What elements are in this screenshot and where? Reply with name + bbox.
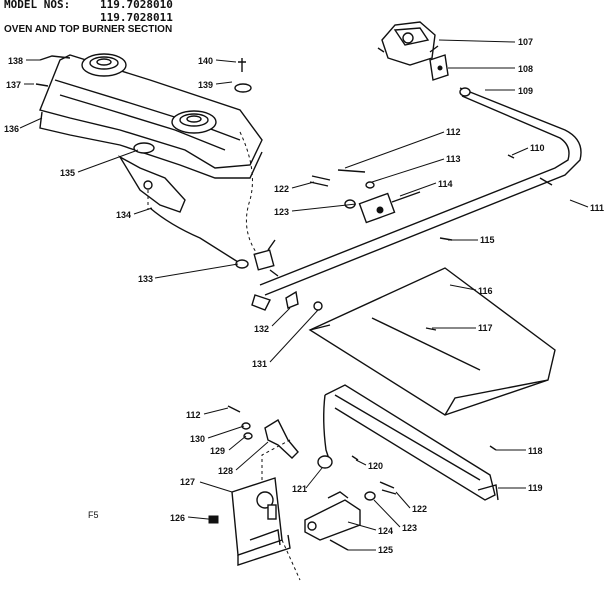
nut-131 <box>313 301 323 311</box>
washer-113 <box>365 181 375 189</box>
screw-117 <box>425 327 437 331</box>
label-135: 135 <box>60 168 75 178</box>
label-137: 137 <box>6 80 21 90</box>
washer-129 <box>243 432 253 440</box>
label-122-top: 122 <box>274 184 289 194</box>
bracket-138 <box>39 55 71 61</box>
oven-burner-119 <box>317 384 499 501</box>
thermocouple-134 <box>149 207 239 263</box>
label-113: 113 <box>446 154 461 164</box>
label-109: 109 <box>518 86 533 96</box>
screw-120 <box>351 455 359 461</box>
bracket-132 <box>285 290 299 309</box>
bracket-127 <box>231 477 291 566</box>
part-112-top <box>337 169 366 173</box>
valve-133 <box>235 239 279 277</box>
label-133: 133 <box>138 274 153 284</box>
label-128: 128 <box>218 466 233 476</box>
leader-lines <box>19 39 589 551</box>
label-107: 107 <box>518 37 533 47</box>
label-122-lower: 122 <box>412 504 427 514</box>
burner-left <box>81 53 127 77</box>
label-140: 140 <box>198 56 213 66</box>
part-labels: 107 108 109 110 111 112 113 114 115 116 … <box>4 37 604 555</box>
screw-140 <box>238 58 246 72</box>
label-108: 108 <box>518 64 533 74</box>
washer-130 <box>241 422 251 430</box>
screw-125 <box>329 539 349 551</box>
screw-118 <box>489 445 497 451</box>
burner-right <box>171 110 217 134</box>
orifice-123-lower <box>364 491 376 501</box>
label-132: 132 <box>254 324 269 334</box>
label-131: 131 <box>252 359 267 369</box>
label-123-top: 123 <box>274 207 289 217</box>
label-125: 125 <box>378 545 393 555</box>
label-120: 120 <box>368 461 383 471</box>
bracket-111 <box>539 177 553 186</box>
screw-110 <box>507 154 515 159</box>
label-130: 130 <box>190 434 205 444</box>
model-numbers-label: MODEL NOS: <box>4 0 71 11</box>
label-129: 129 <box>210 446 225 456</box>
label-111: 111 <box>590 203 604 213</box>
section-title: OVEN AND TOP BURNER SECTION <box>4 24 173 35</box>
label-126: 126 <box>170 513 185 523</box>
valve-114 <box>358 191 421 224</box>
label-139: 139 <box>198 80 213 90</box>
label-115: 115 <box>480 235 495 245</box>
label-114: 114 <box>438 179 453 189</box>
label-119: 119 <box>528 483 543 493</box>
spud-122 <box>309 175 331 187</box>
screw-137 <box>35 83 49 87</box>
page-code: F5 <box>88 510 99 520</box>
label-117: 117 <box>478 323 493 333</box>
regulator-107 <box>377 21 439 66</box>
label-123-lower: 123 <box>402 523 417 533</box>
manifold-pipe-109 <box>251 87 582 311</box>
label-116: 116 <box>478 286 493 296</box>
spud-122-lower <box>379 481 397 495</box>
burner-box-136 <box>39 54 263 179</box>
part-112-lower <box>227 405 241 413</box>
label-138: 138 <box>8 56 23 66</box>
label-124: 124 <box>378 526 393 536</box>
label-110: 110 <box>530 143 545 153</box>
safety-valve-124 <box>304 491 361 541</box>
label-136: 136 <box>4 124 19 134</box>
label-112-top: 112 <box>446 127 461 137</box>
label-134: 134 <box>116 210 131 220</box>
label-127: 127 <box>180 477 195 487</box>
spacer-139 <box>234 83 252 93</box>
model-number-2: 119.7028011 <box>100 11 173 24</box>
bracket-108 <box>429 54 449 81</box>
label-121: 121 <box>292 484 307 494</box>
model-number-1: 119.7028010 <box>100 0 173 11</box>
burner-shield-116 <box>308 267 556 416</box>
valve-128 <box>264 419 299 459</box>
label-112-lower: 112 <box>186 410 201 420</box>
label-118: 118 <box>528 446 543 456</box>
burner-tube-135 <box>118 142 186 213</box>
